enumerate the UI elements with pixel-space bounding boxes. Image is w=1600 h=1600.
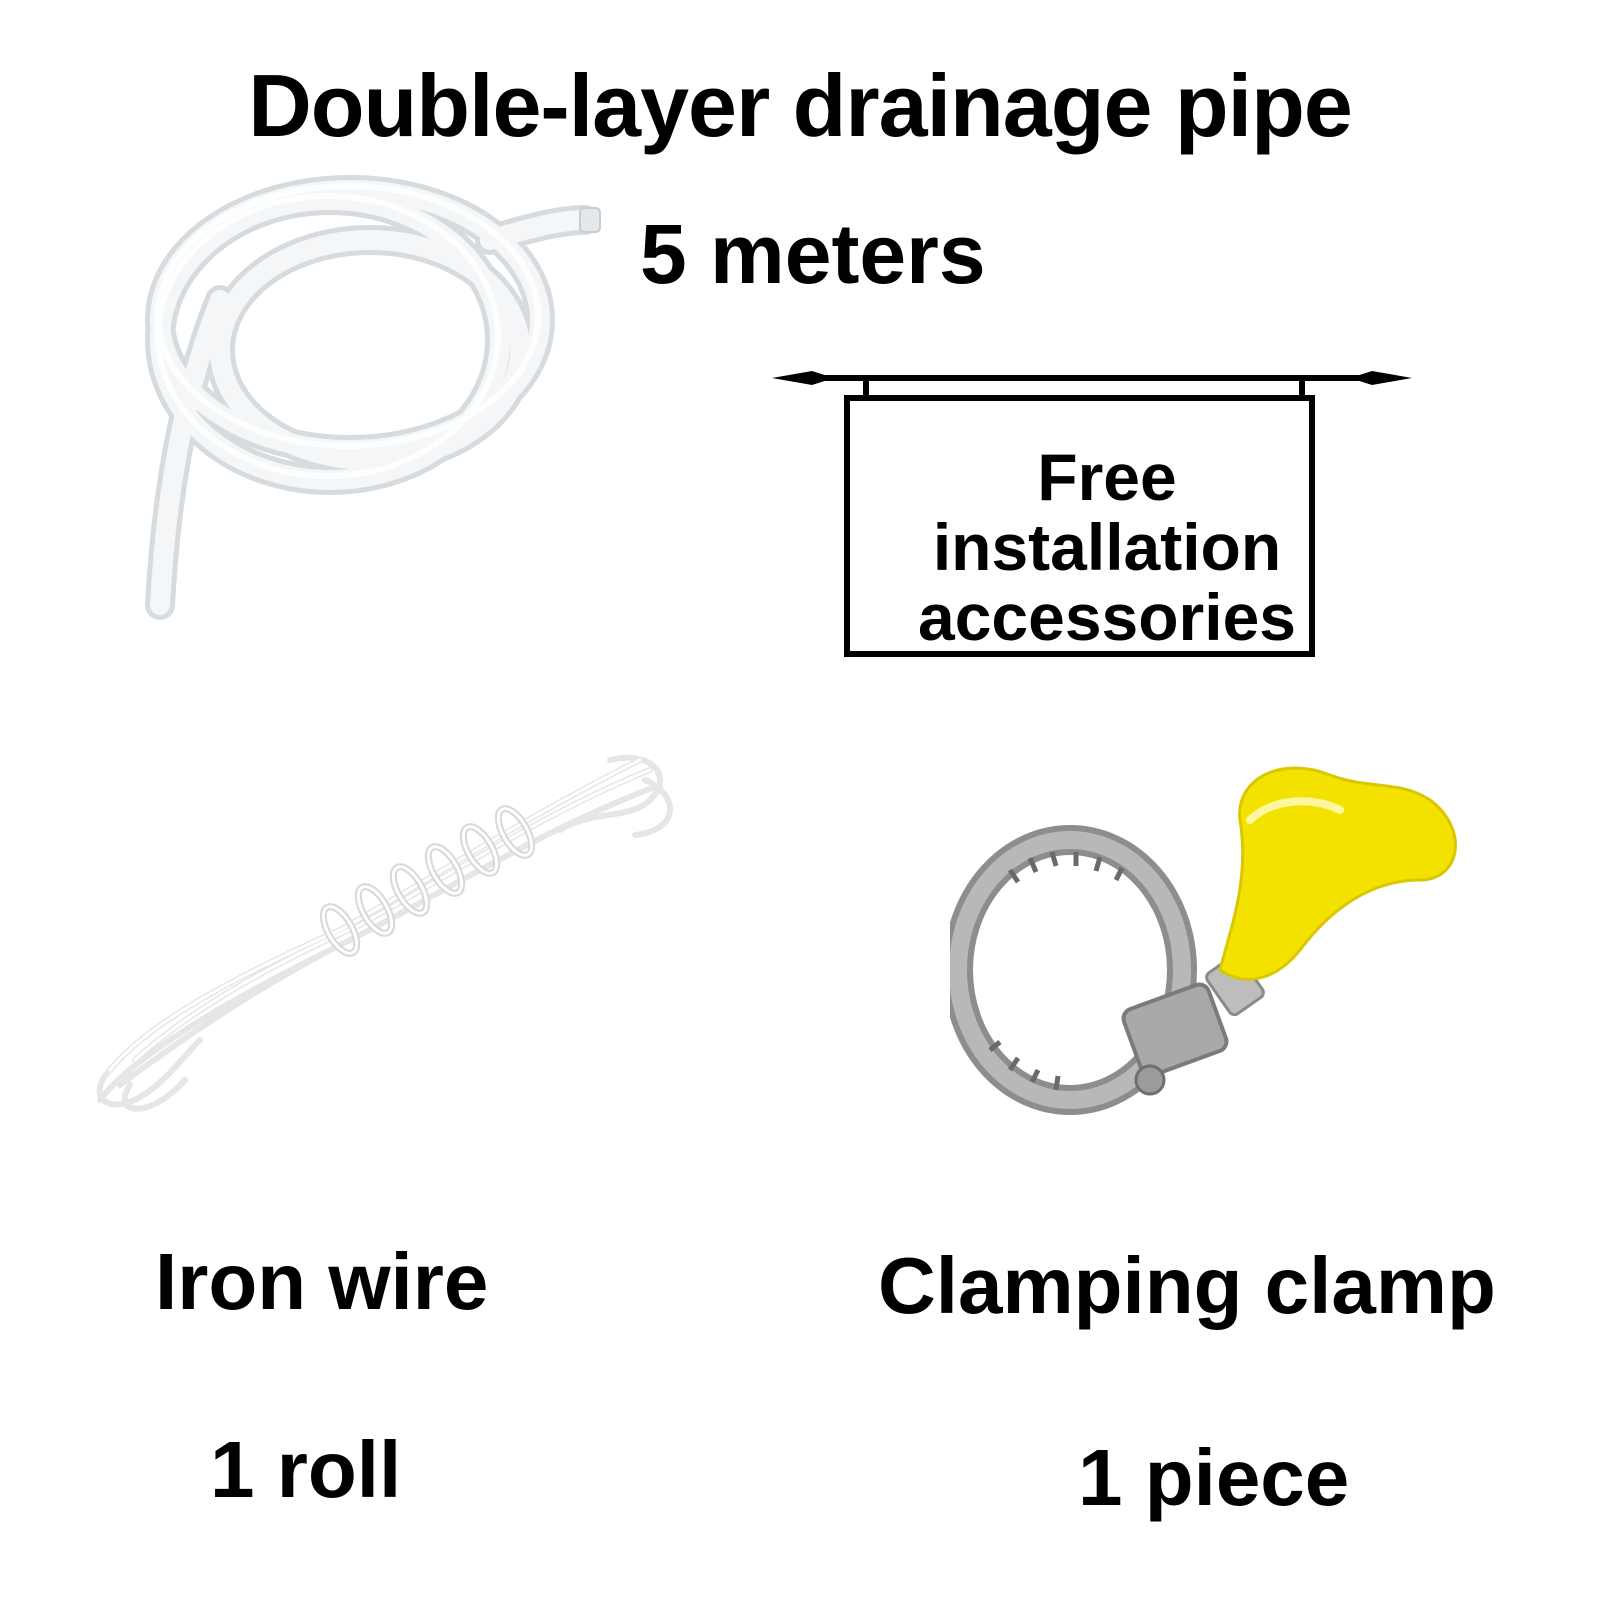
hose-clamp-icon	[950, 766, 1457, 1115]
sign-text: Free installation accessories	[870, 432, 1344, 662]
clamp-quantity: 1 piece	[1078, 1433, 1350, 1522]
sign-line-free: Free	[1037, 440, 1177, 514]
coiled-wire-icon	[96, 754, 674, 1112]
sign-line-installation: installation	[932, 510, 1282, 584]
sign-line-accessories: accessories	[918, 580, 1296, 654]
product-title: Double-layer drainage pipe	[248, 56, 1353, 155]
iron-wire-name: Iron wire	[155, 1237, 489, 1326]
hanging-sign-icon	[772, 371, 1412, 657]
clamp-name: Clamping clamp	[878, 1241, 1496, 1330]
iron-wire-quantity: 1 roll	[210, 1425, 402, 1514]
pipe-quantity: 5 meters	[640, 207, 986, 301]
coiled-white-hose-icon	[145, 175, 601, 620]
